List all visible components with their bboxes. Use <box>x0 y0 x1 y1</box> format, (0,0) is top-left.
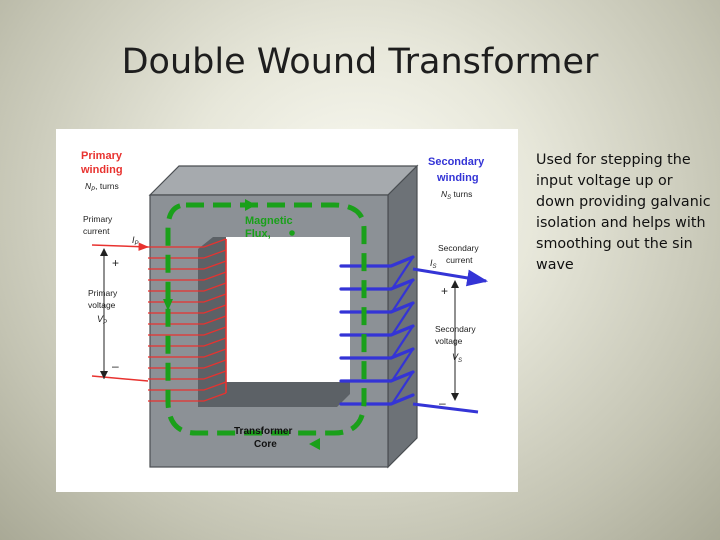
secondary-lead-bottom <box>412 402 479 414</box>
secondary-winding <box>339 255 415 406</box>
primary-plus-sign: + <box>112 256 119 270</box>
magnetic-flux-path <box>165 202 367 436</box>
core-top-face <box>148 165 419 196</box>
primary-winding-label: Primary <box>81 150 123 162</box>
secondary-voltage-label: Secondary <box>435 324 476 334</box>
secondary-lead-top <box>412 267 489 287</box>
secondary-current-label: current <box>446 255 473 265</box>
flux-arrow-icon <box>163 299 173 311</box>
flux-arrow-icon <box>245 199 256 211</box>
core-label: Transformer <box>234 426 292 437</box>
primary-voltage-label: voltage <box>88 300 116 310</box>
arrow-up-icon <box>451 280 459 288</box>
arrow-down-icon <box>451 393 459 401</box>
primary-minus-sign: – <box>112 359 119 373</box>
secondary-winding-label: winding <box>436 172 479 184</box>
primary-winding-label: winding <box>80 164 123 176</box>
primary-voltage-symbol: VP <box>97 314 107 326</box>
core-window <box>226 237 350 382</box>
secondary-voltage-symbol: VS <box>452 352 462 364</box>
transformer-svg: Primary winding NP, turns Primary curren… <box>80 150 489 469</box>
primary-lead-bottom <box>91 375 149 382</box>
primary-voltage-label: Primary <box>88 288 118 298</box>
arrow-down-icon <box>100 371 108 379</box>
secondary-turns-label: NS turns <box>441 189 472 201</box>
flux-dot <box>289 230 295 236</box>
primary-lead-top <box>91 242 150 251</box>
secondary-current-symbol: IS <box>430 258 437 270</box>
primary-current-label: current <box>83 226 110 236</box>
secondary-plus-sign: + <box>441 284 448 298</box>
primary-turns-label: NP, turns <box>85 181 119 193</box>
secondary-winding-label: Secondary <box>428 156 485 168</box>
secondary-voltage-label: voltage <box>435 336 463 346</box>
magnetic-flux-label: Flux, <box>245 228 271 240</box>
arrow-up-icon <box>100 248 108 256</box>
core-side-face <box>387 164 418 469</box>
slide-title: Double Wound Transformer <box>121 42 599 82</box>
core-label: Core <box>254 439 277 450</box>
secondary-current-label: Secondary <box>438 243 479 253</box>
secondary-minus-sign: – <box>439 396 446 410</box>
magnetic-flux-label: Magnetic <box>245 215 293 227</box>
transformer-diagram: Primary winding NP, turns Primary curren… <box>56 129 518 492</box>
flux-arrow-icon <box>309 438 320 450</box>
primary-current-label: Primary <box>83 214 113 224</box>
slide-caption: Used for stepping the input voltage up o… <box>536 152 711 273</box>
primary-current-symbol: IP <box>132 235 139 247</box>
